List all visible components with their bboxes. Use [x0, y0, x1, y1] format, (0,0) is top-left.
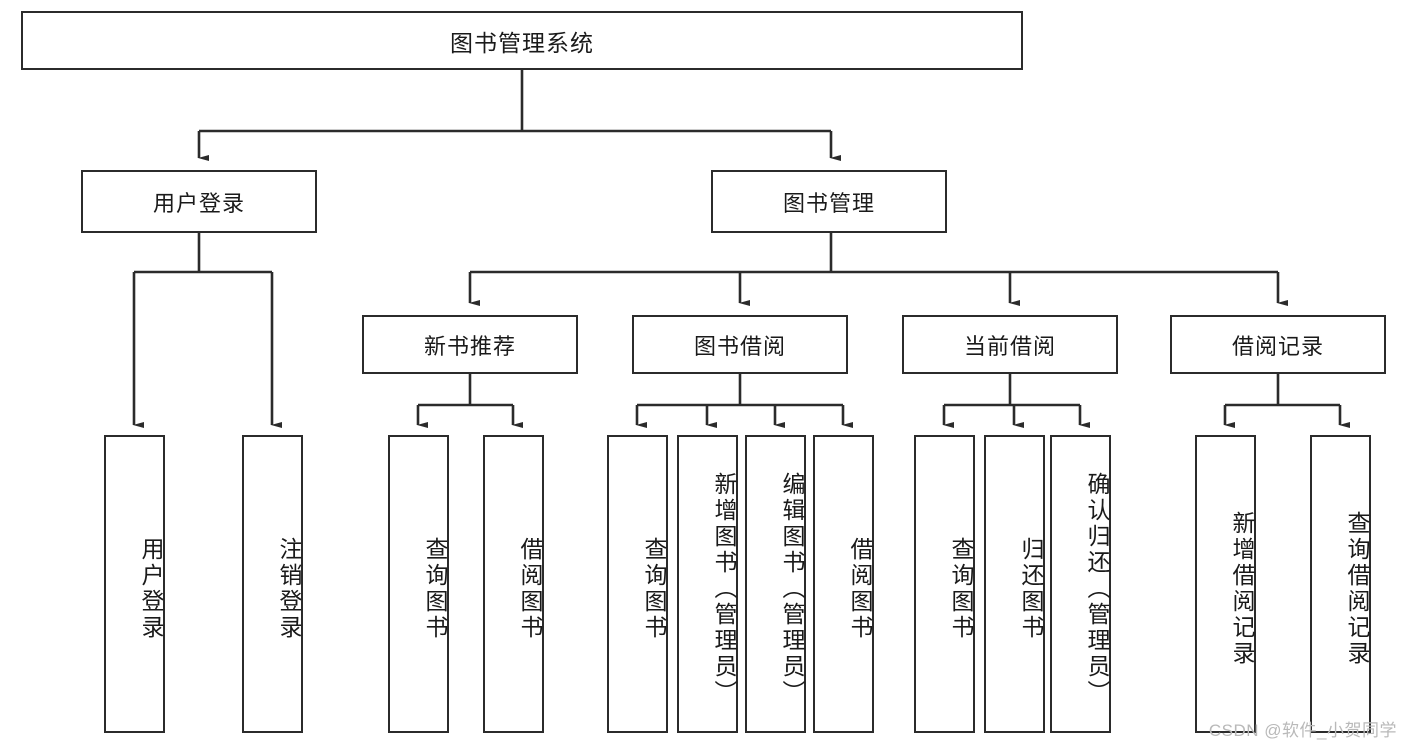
leaf-query-books-current[interactable]: 查询图书 [914, 435, 975, 733]
node-book-borrowing[interactable]: 图书借阅 [632, 315, 848, 374]
leaf-user-login[interactable]: 用户登录 [104, 435, 165, 733]
leaf-query-books-borrowing[interactable]: 查询图书 [607, 435, 668, 733]
watermark: CSDN @软件_小贺同学 [1208, 721, 1397, 740]
node-new-book-recommendation[interactable]: 新书推荐 [362, 315, 578, 374]
leaf-query-books-recommendation[interactable]: 查询图书 [388, 435, 449, 733]
leaf-edit-book-admin[interactable]: 编辑图书（管理员） [745, 435, 806, 733]
leaf-add-borrowing-record[interactable]: 新增借阅记录 [1195, 435, 1256, 733]
leaf-return-books[interactable]: 归还图书 [984, 435, 1045, 733]
leaf-borrow-books-borrowing[interactable]: 借阅图书 [813, 435, 874, 733]
leaf-query-borrowing-record[interactable]: 查询借阅记录 [1310, 435, 1371, 733]
leaf-logout[interactable]: 注销登录 [242, 435, 303, 733]
leaf-add-book-admin[interactable]: 新增图书（管理员） [677, 435, 738, 733]
node-borrowing-records[interactable]: 借阅记录 [1170, 315, 1386, 374]
leaf-borrow-books-recommendation[interactable]: 借阅图书 [483, 435, 544, 733]
node-current-borrowing[interactable]: 当前借阅 [902, 315, 1118, 374]
node-root-book-management-system[interactable]: 图书管理系统 [21, 11, 1023, 70]
node-book-management[interactable]: 图书管理 [711, 170, 947, 233]
node-user-login[interactable]: 用户登录 [81, 170, 317, 233]
leaf-confirm-return-admin[interactable]: 确认归还（管理员） [1050, 435, 1111, 733]
